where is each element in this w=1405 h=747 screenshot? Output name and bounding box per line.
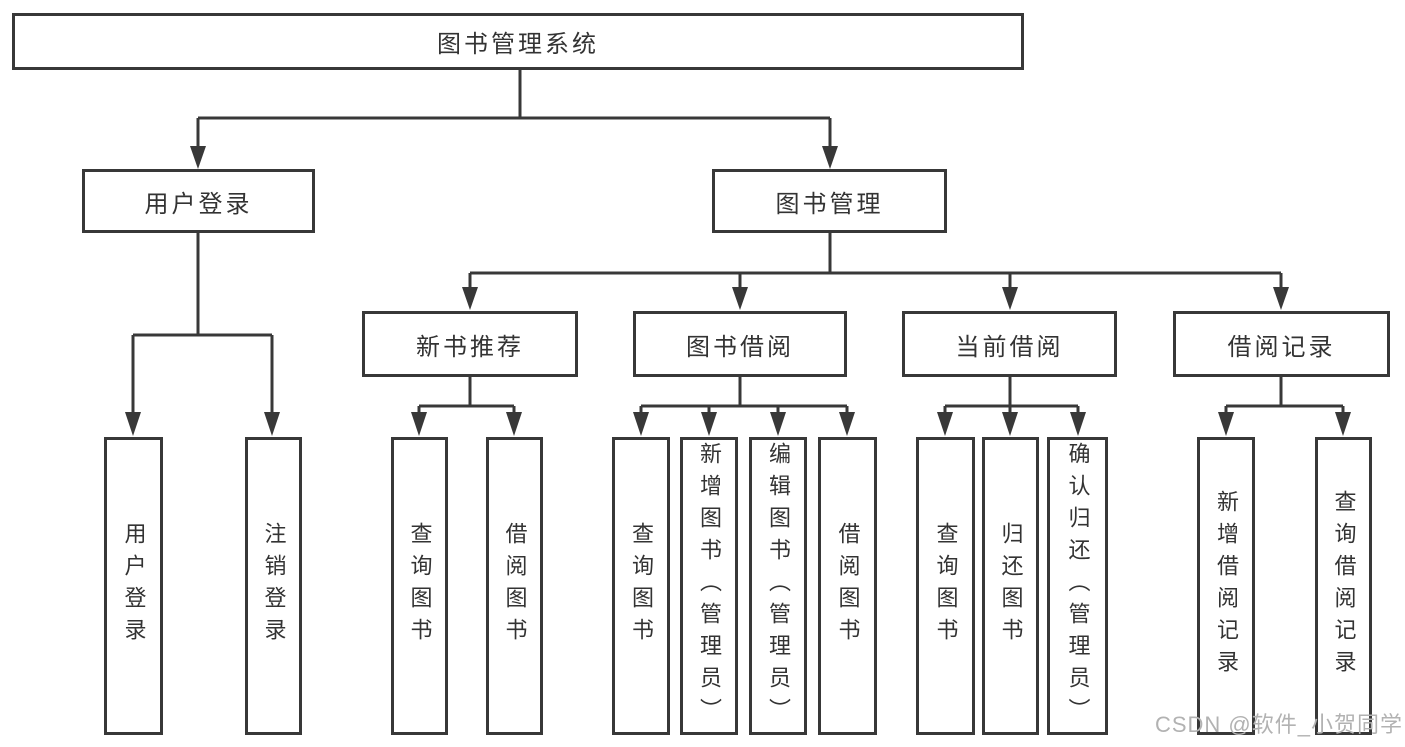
- arrow-down-icon: [411, 412, 427, 436]
- connector-root: [196, 70, 832, 150]
- arrow-down-icon: [1335, 412, 1351, 436]
- arrow-down-icon: [770, 412, 786, 436]
- arrow-down-icon: [125, 412, 141, 436]
- arrow-down-icon: [1002, 412, 1018, 436]
- connector-book-management: [468, 233, 1283, 292]
- node-borrow-record: 借阅记录: [1173, 311, 1390, 377]
- arrow-down-icon: [701, 412, 717, 436]
- node-new-book-recommend: 新书推荐: [362, 311, 578, 377]
- arrow-down-icon: [732, 287, 748, 310]
- arrow-down-icon: [822, 146, 838, 169]
- arrow-down-icon: [506, 412, 522, 436]
- leaf-confirm-return-admin: 确认归还（管理员）: [1047, 437, 1108, 735]
- arrow-down-icon: [1002, 287, 1018, 310]
- leaf-query-books: 查询图书: [391, 437, 448, 735]
- node-book-borrow: 图书借阅: [633, 311, 847, 377]
- node-book-management: 图书管理: [712, 169, 947, 233]
- leaf-add-books-admin: 新增图书（管理员）: [680, 437, 738, 735]
- leaf-borrow-books: 借阅图书: [486, 437, 543, 735]
- arrow-down-icon: [633, 412, 649, 436]
- leaf-logout: 注销登录: [245, 437, 302, 735]
- arrow-down-icon: [839, 412, 855, 436]
- arrow-down-icon: [462, 287, 478, 310]
- leaf-edit-books-admin: 编辑图书（管理员）: [749, 437, 807, 735]
- leaf-query-borrow-record: 查询借阅记录: [1315, 437, 1372, 735]
- arrow-down-icon: [190, 146, 206, 169]
- node-root: 图书管理系统: [12, 13, 1024, 70]
- leaf-borrow-books: 借阅图书: [818, 437, 877, 735]
- arrow-down-icon: [1070, 412, 1086, 436]
- watermark: CSDN @软件_小贺同学: [1154, 712, 1403, 737]
- leaf-user-login: 用户登录: [104, 437, 163, 735]
- arrow-down-icon: [1218, 412, 1234, 436]
- node-user-login: 用户登录: [82, 169, 315, 233]
- arrow-down-icon: [264, 412, 280, 436]
- connector-borrow-record: [1224, 377, 1345, 420]
- leaf-query-books: 查询图书: [916, 437, 975, 735]
- arrow-down-icon: [1273, 287, 1289, 310]
- connector-book-borrow: [639, 377, 849, 420]
- leaf-query-books: 查询图书: [612, 437, 670, 735]
- leaf-return-books: 归还图书: [982, 437, 1039, 735]
- connector-user-login: [131, 233, 274, 418]
- connector-new-book-recommend: [417, 377, 516, 420]
- arrow-down-icon: [937, 412, 953, 436]
- arrowheads: [125, 146, 1351, 436]
- leaf-add-borrow-record: 新增借阅记录: [1197, 437, 1255, 735]
- node-current-borrow: 当前借阅: [902, 311, 1117, 377]
